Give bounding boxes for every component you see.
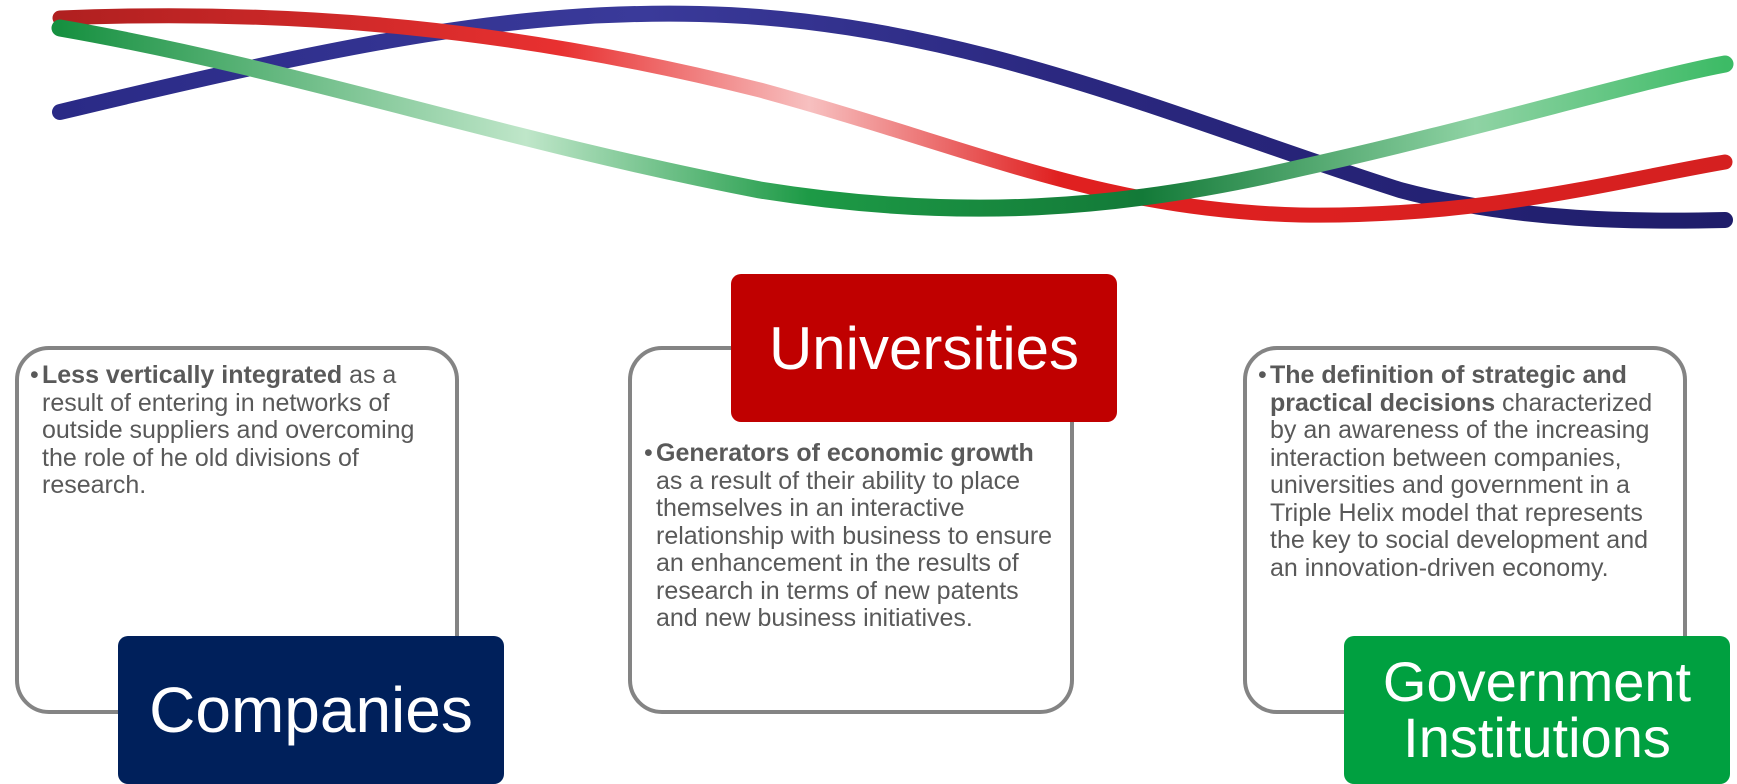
government-label: Government Institutions [1344, 636, 1730, 784]
universities-body-text: as a result of their ability to place th… [656, 466, 1053, 632]
government-bold-heading: The definition of strategic and practica… [1270, 361, 1627, 417]
companies-label-text: Companies [149, 674, 473, 746]
universities-label: Universities [731, 274, 1117, 422]
universities-label-text: Universities [768, 314, 1080, 382]
companies-bold-heading: Less vertically integrated [42, 361, 343, 389]
red-ribbon [52, 8, 1733, 223]
government-description: •The definition of strategic and practic… [1258, 361, 1672, 582]
universities-bold-heading: Generators of economic growth [656, 439, 1034, 467]
government-label-line1: Government [1382, 650, 1692, 713]
bullet-marker: • [30, 361, 39, 389]
companies-body-text: as a result of entering in networks of o… [42, 361, 415, 499]
companies-description: •Less vertically integrated as a result … [30, 361, 446, 500]
blue-ribbon [52, 5, 1733, 229]
triple-helix-banner [51, 5, 1734, 229]
universities-description: •Generators of economic growth as a resu… [644, 439, 1062, 633]
government-label-line2: Institutions [1403, 706, 1671, 769]
companies-label: Companies [118, 636, 504, 784]
bullet-marker: • [1258, 361, 1267, 389]
government-body-text: characterized by an awareness of the inc… [1270, 388, 1653, 582]
bullet-marker: • [644, 439, 653, 467]
green-ribbon [51, 19, 1734, 217]
